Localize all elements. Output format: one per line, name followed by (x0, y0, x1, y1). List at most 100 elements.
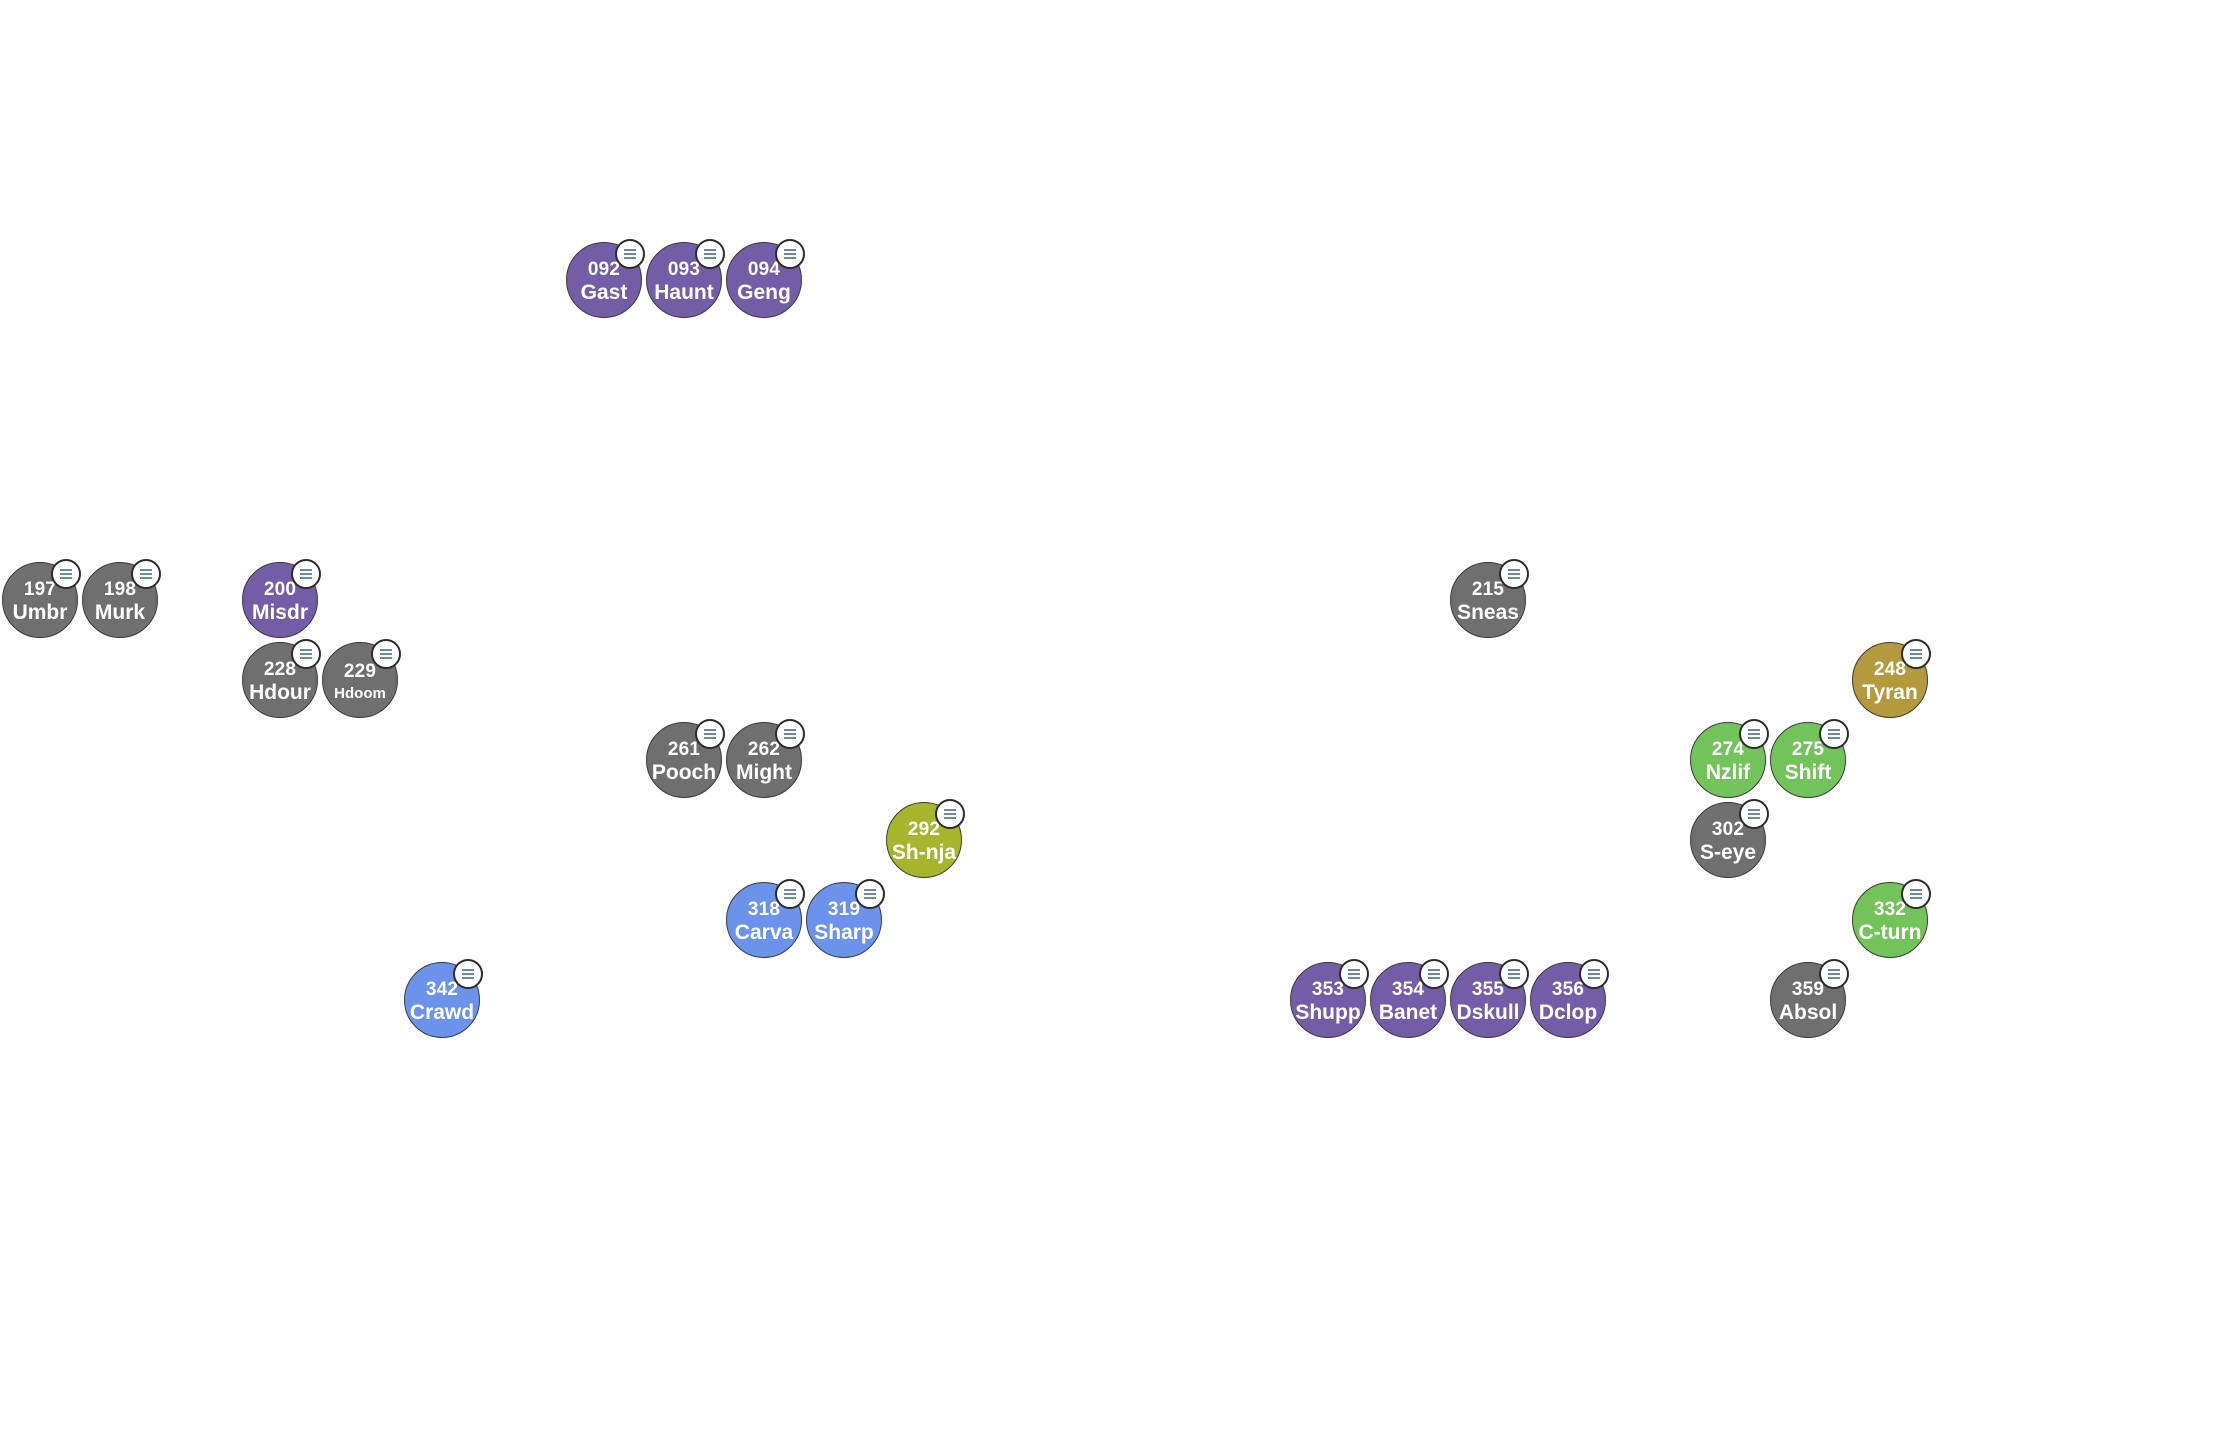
menu-lines-icon[interactable] (453, 959, 483, 989)
node-name: Umbr (12, 601, 68, 624)
menu-lines-icon[interactable] (1739, 719, 1769, 749)
menu-lines-icon[interactable] (935, 799, 965, 829)
node-name: Might (736, 761, 792, 784)
node-name: S-eye (1699, 841, 1757, 864)
node-number: 355 (1471, 979, 1505, 1000)
menu-lines-icon[interactable] (291, 559, 321, 589)
node-number: 094 (747, 259, 781, 280)
node-name: Pooch (651, 761, 717, 784)
menu-lines-icon[interactable] (131, 559, 161, 589)
node-number: 354 (1391, 979, 1425, 1000)
node-number: 318 (747, 899, 781, 920)
menu-lines-icon[interactable] (1819, 959, 1849, 989)
node-number: 197 (23, 579, 57, 600)
menu-lines-icon[interactable] (695, 239, 725, 269)
node-number: 229 (343, 661, 377, 682)
menu-lines-icon[interactable] (291, 639, 321, 669)
node-name: Haunt (654, 281, 714, 304)
node-name: Misdr (251, 601, 308, 624)
node-number: 262 (747, 739, 781, 760)
menu-lines-icon[interactable] (1499, 559, 1529, 589)
node-number: 092 (587, 259, 621, 280)
node-name: Tyran (1862, 681, 1918, 704)
node-name: Geng (737, 281, 791, 304)
menu-lines-icon[interactable] (855, 879, 885, 909)
node-name: Banet (1378, 1001, 1438, 1024)
node-name: Shift (1784, 761, 1832, 784)
node-number: 302 (1711, 819, 1745, 840)
node-number: 319 (827, 899, 861, 920)
node-number: 342 (425, 979, 459, 1000)
menu-lines-icon[interactable] (775, 239, 805, 269)
menu-lines-icon[interactable] (1819, 719, 1849, 749)
node-name: Crawd (409, 1001, 475, 1024)
node-name: Hdoom (334, 685, 386, 702)
node-number: 228 (263, 659, 297, 680)
node-number: 353 (1311, 979, 1345, 1000)
menu-lines-icon[interactable] (695, 719, 725, 749)
node-name: Sharp (814, 921, 874, 944)
node-name: Absol (1778, 1001, 1838, 1024)
node-number: 215 (1471, 579, 1505, 600)
node-name: Nzlif (1705, 761, 1751, 784)
menu-lines-icon[interactable] (1579, 959, 1609, 989)
node-name: Gast (580, 281, 628, 304)
node-number: 093 (667, 259, 701, 280)
node-number: 274 (1711, 739, 1745, 760)
menu-lines-icon[interactable] (51, 559, 81, 589)
node-number: 248 (1873, 659, 1907, 680)
menu-lines-icon[interactable] (1499, 959, 1529, 989)
menu-lines-icon[interactable] (1901, 639, 1931, 669)
node-name: Sneas (1457, 601, 1519, 624)
menu-lines-icon[interactable] (371, 639, 401, 669)
node-number: 292 (907, 819, 941, 840)
menu-lines-icon[interactable] (1739, 799, 1769, 829)
node-number: 359 (1791, 979, 1825, 1000)
node-name: Dskull (1456, 1001, 1520, 1024)
node-name: Dclop (1538, 1001, 1598, 1024)
node-name: Shupp (1295, 1001, 1361, 1024)
node-name: Murk (94, 601, 146, 624)
node-number: 198 (103, 579, 137, 600)
node-name: Sh-nja (891, 841, 957, 864)
node-name: C-turn (1858, 921, 1922, 944)
node-number: 356 (1551, 979, 1585, 1000)
menu-lines-icon[interactable] (1901, 879, 1931, 909)
node-name: Carva (734, 921, 794, 944)
menu-lines-icon[interactable] (1339, 959, 1369, 989)
menu-lines-icon[interactable] (615, 239, 645, 269)
node-number: 332 (1873, 899, 1907, 920)
menu-lines-icon[interactable] (775, 719, 805, 749)
menu-lines-icon[interactable] (1419, 959, 1449, 989)
node-number: 275 (1791, 739, 1825, 760)
node-number: 261 (667, 739, 701, 760)
node-number: 200 (263, 579, 297, 600)
menu-lines-icon[interactable] (775, 879, 805, 909)
